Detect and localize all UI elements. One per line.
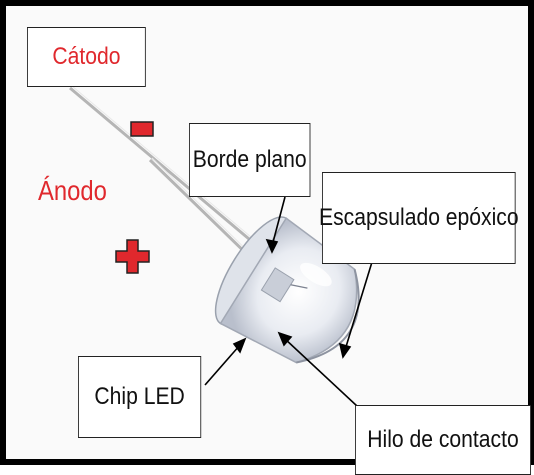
plus-sign bbox=[115, 239, 150, 274]
chip-led-label: Chip LED bbox=[78, 356, 202, 438]
minus-sign bbox=[130, 121, 154, 137]
cathode-label: Cátodo bbox=[27, 27, 146, 87]
anode-label: Ánodo bbox=[38, 175, 107, 206]
flat-edge-label: Borde plano bbox=[189, 123, 311, 197]
pointer-lines bbox=[204, 196, 373, 421]
led-leads bbox=[69, 85, 265, 264]
contact-wire-label: Hilo de contacto bbox=[355, 405, 531, 475]
epoxy-label: Escapsulado epóxico bbox=[319, 172, 519, 264]
